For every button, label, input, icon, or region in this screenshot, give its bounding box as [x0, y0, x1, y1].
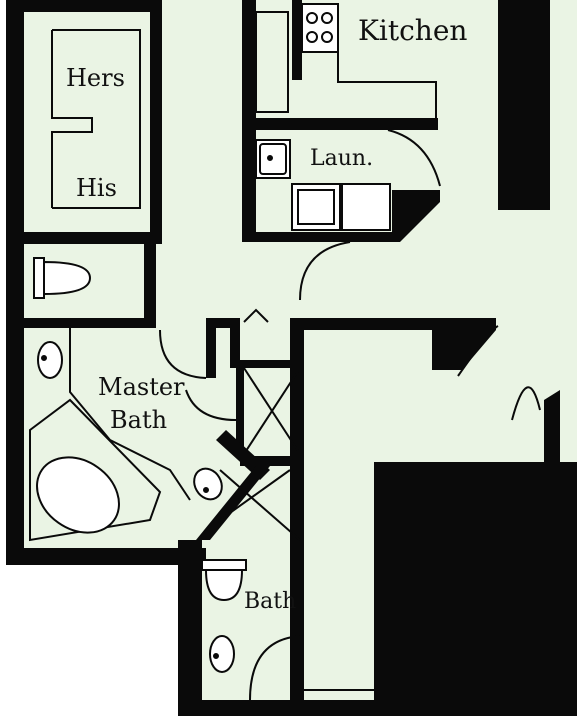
- room-label-bath: Bath: [244, 589, 296, 614]
- sink-icon: [37, 341, 63, 379]
- sink-icon: [209, 635, 235, 673]
- cooktop-icon: [301, 3, 339, 53]
- dryer-icon: [341, 183, 391, 231]
- fixtures: [29, 3, 547, 673]
- bathtub-icon: [29, 398, 162, 542]
- room-label-master-bath-line2: Bath: [110, 406, 167, 434]
- room-label-hers: Hers: [66, 64, 125, 92]
- toilet-icon: [201, 559, 247, 602]
- washer-icon: [291, 183, 341, 231]
- room-labels: Kitchen Laun. Hers His Master Bath Bath: [66, 14, 467, 614]
- exterior-mass: [374, 462, 577, 716]
- room-label-his: His: [76, 174, 117, 202]
- room-label-kitchen: Kitchen: [358, 14, 467, 47]
- room-label-master-bath-line1: Master: [98, 373, 185, 401]
- toilet-icon: [33, 257, 92, 299]
- interior-lines: [34, 29, 541, 701]
- room-label-laundry: Laun.: [310, 146, 373, 171]
- sink-icon: [193, 467, 223, 501]
- sink-icon: [255, 139, 291, 179]
- walls: [6, 0, 560, 716]
